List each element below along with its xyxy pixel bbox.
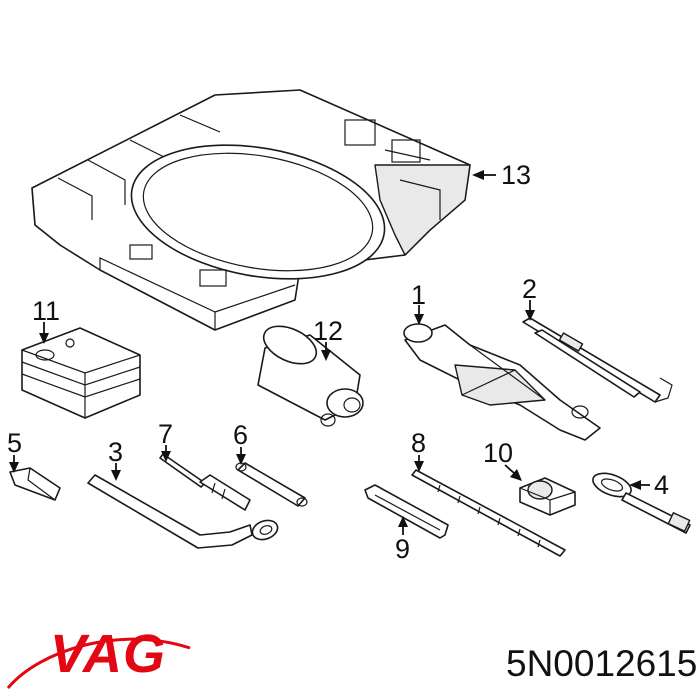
logo-swoosh — [6, 637, 191, 689]
callout-4: 4 — [654, 470, 669, 500]
part-2-crank-handle — [522, 317, 673, 403]
callout-7: 7 — [158, 419, 173, 449]
callout-labels: 13 11 12 1 2 4 5 3 7 6 8 9 10 — [7, 160, 669, 564]
part-8-threaded-rod — [411, 469, 566, 557]
part-number: 5N0012615 — [506, 643, 697, 684]
callout-2: 2 — [522, 274, 537, 304]
callout-8: 8 — [411, 428, 426, 458]
part-3-lug-wrench — [87, 474, 279, 549]
part-7-screwdriver — [159, 453, 251, 511]
part-5-wedge-block — [9, 467, 61, 501]
part-13-tool-tray — [31, 89, 471, 331]
callout-10: 10 — [483, 438, 513, 468]
part-11-repair-kit — [21, 327, 141, 419]
part-4-tow-eye — [592, 472, 691, 534]
part-6-socket-bar — [235, 462, 308, 507]
callout-5: 5 — [7, 428, 22, 458]
callout-3: 3 — [108, 437, 123, 467]
part-9-flat-tool — [364, 484, 449, 539]
callout-11: 11 — [32, 296, 60, 326]
vag-logo: VAG — [6, 624, 191, 689]
callout-13: 13 — [501, 160, 531, 190]
callout-9: 9 — [395, 534, 410, 564]
callout-12: 12 — [313, 316, 343, 346]
callout-1: 1 — [411, 280, 426, 310]
callout-6: 6 — [233, 420, 248, 450]
brand-name: VAG — [50, 624, 166, 684]
leader-lines — [9, 170, 650, 535]
part-12-compressor — [257, 325, 364, 427]
part-1-scissor-jack — [403, 323, 601, 441]
part-10-valve-part — [519, 477, 576, 516]
